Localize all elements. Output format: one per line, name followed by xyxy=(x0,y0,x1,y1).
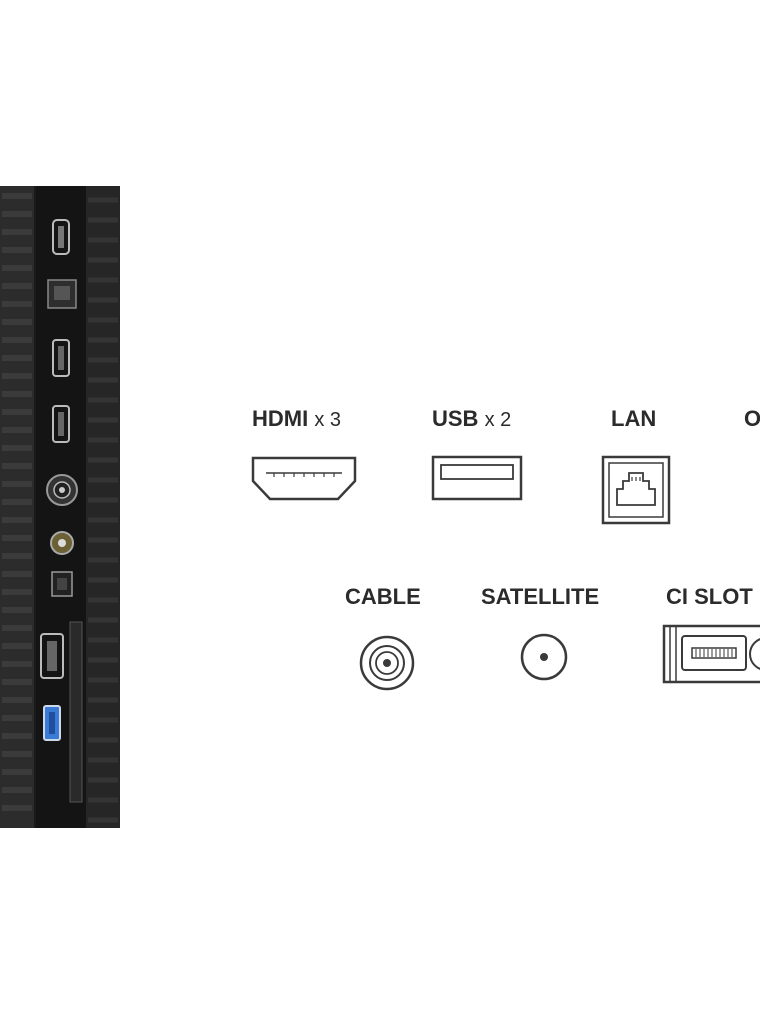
lan-label: LAN xyxy=(611,406,656,432)
hdmi-port-icon xyxy=(251,456,357,501)
tv-rear-panel-graphic xyxy=(0,186,120,828)
usb-count: x 2 xyxy=(484,409,512,431)
ci-slot-label: CI SLOT xyxy=(666,584,753,609)
hdmi-name: HDMI xyxy=(252,406,309,431)
usb-label: USB x 2 xyxy=(432,406,511,432)
satellite-label: SATELLITE xyxy=(481,584,600,609)
cable-coax-icon xyxy=(359,635,415,691)
lan-port-icon xyxy=(601,455,671,525)
optical-label-partial: O xyxy=(744,406,760,432)
hdmi-count: x 3 xyxy=(314,409,342,431)
usb-name: USB xyxy=(432,406,479,431)
hdmi-label: HDMI x 3 xyxy=(252,406,341,432)
usb-port-icon xyxy=(431,455,523,501)
lan-name: LAN xyxy=(611,406,657,431)
cable-label: CABLE xyxy=(345,584,421,609)
satellite-f-connector-icon xyxy=(520,633,568,681)
ci-slot-icon xyxy=(662,624,760,684)
optical-name: O xyxy=(744,406,760,431)
tv-rear-panel xyxy=(0,186,120,828)
